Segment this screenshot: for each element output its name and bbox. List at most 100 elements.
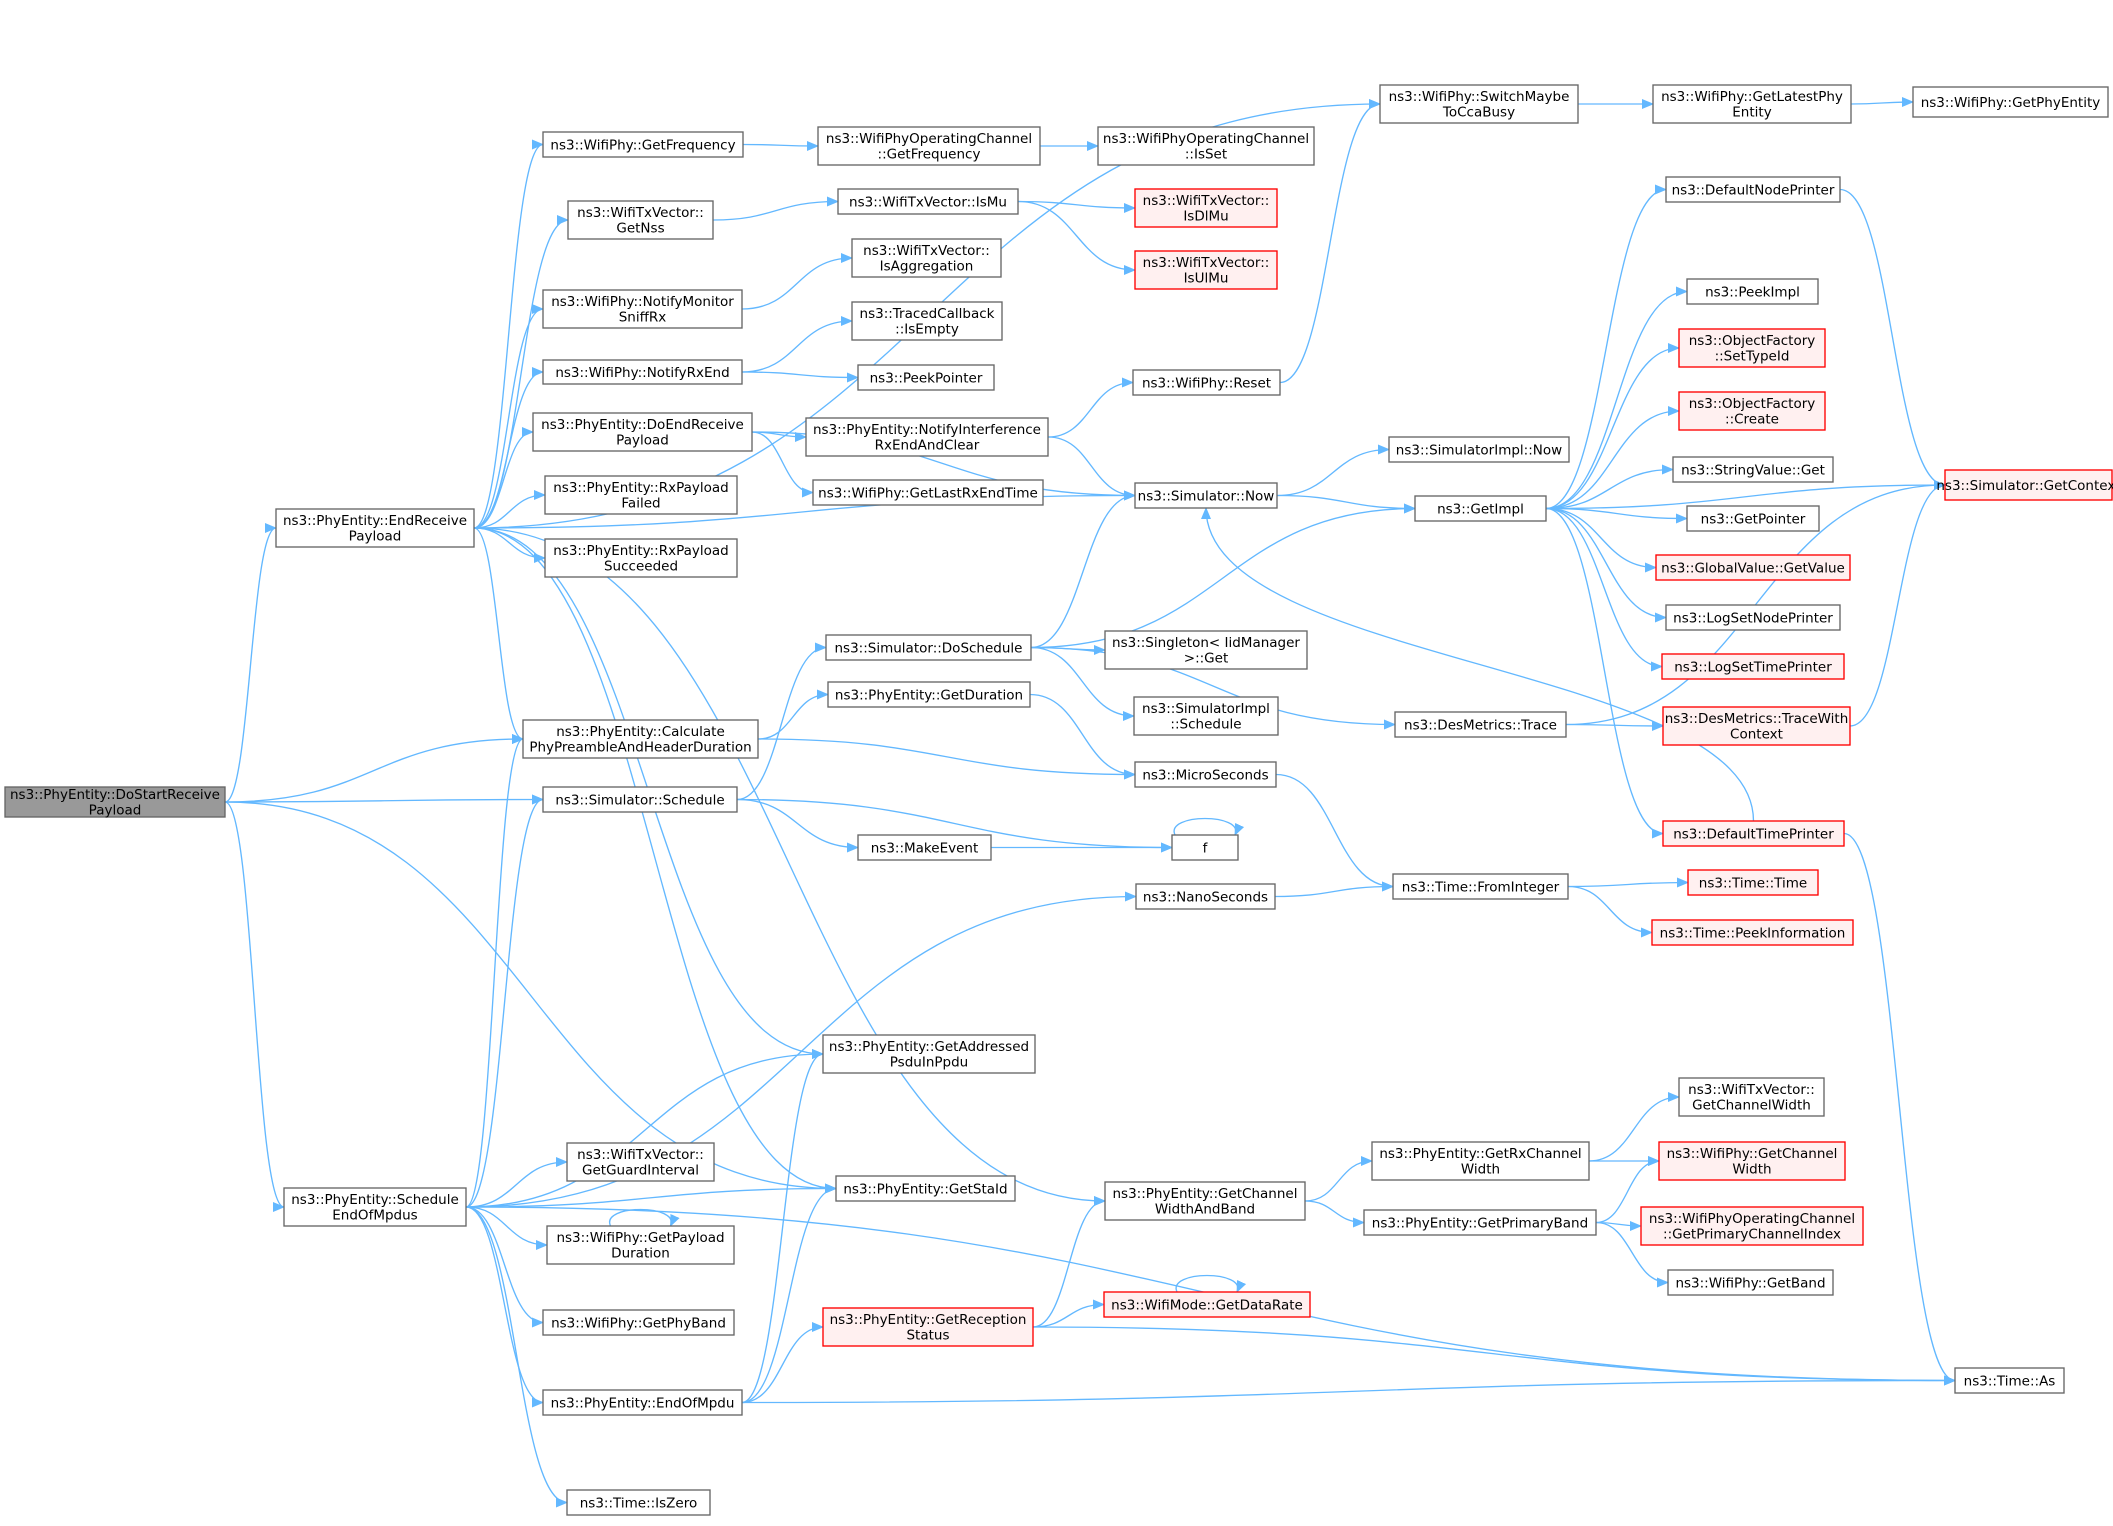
edge-arrow xyxy=(1032,1196,1106,1328)
node-peekPointer[interactable]: ns3::PeekPointer xyxy=(857,364,995,391)
node-desTrace[interactable]: ns3::DesMetrics::Trace xyxy=(1394,711,1567,738)
node-simGetContext[interactable]: ns3::Simulator::GetContext xyxy=(1936,469,2113,501)
node-label: PhyPreambleAndHeaderDuration xyxy=(529,740,751,756)
node-isAggregation[interactable]: ns3::WifiTxVector::IsAggregation xyxy=(851,238,1002,278)
node-defNodePrinter[interactable]: ns3::DefaultNodePrinter xyxy=(1665,176,1841,203)
node-logSetNode[interactable]: ns3::LogSetNodePrinter xyxy=(1665,604,1841,631)
node-getDataRate[interactable]: ns3::WifiMode::GetDataRate xyxy=(1103,1291,1311,1318)
node-label: ns3::PhyEntity::GetStaId xyxy=(843,1181,1007,1197)
node-notifyInterf[interactable]: ns3::PhyEntity::NotifyInterferenceRxEndA… xyxy=(805,417,1049,457)
node-getGuardInterval[interactable]: ns3::WifiTxVector::GetGuardInterval xyxy=(566,1142,715,1182)
node-getPointer[interactable]: ns3::GetPointer xyxy=(1686,505,1820,532)
node-box xyxy=(1392,873,1569,900)
node-label: ::Create xyxy=(1725,412,1779,428)
node-getPhyEntity[interactable]: ns3::WifiPhy::GetPhyEntity xyxy=(1912,86,2109,118)
node-timeTime[interactable]: ns3::Time::Time xyxy=(1687,869,1819,896)
node-box xyxy=(822,1307,1034,1347)
node-peekInfo[interactable]: ns3::Time::PeekInformation xyxy=(1651,919,1854,946)
edge-arrow xyxy=(1545,343,1680,510)
edge-endReceive-to-doEndReceive xyxy=(473,427,534,529)
node-wifiPhyReset[interactable]: ns3::WifiPhy::Reset xyxy=(1132,369,1281,396)
node-getFrequency[interactable]: ns3::WifiPhy::GetFrequency xyxy=(542,131,744,158)
node-label: ns3::WifiPhy::GetLastRxEndTime xyxy=(818,485,1038,501)
node-box xyxy=(542,1389,743,1416)
node-simImplNow[interactable]: ns3::SimulatorImpl::Now xyxy=(1388,436,1570,463)
node-box xyxy=(542,131,744,158)
node-box xyxy=(1665,604,1841,631)
node-endOfMpdu[interactable]: ns3::PhyEntity::EndOfMpdu xyxy=(542,1389,743,1416)
edge-simNow-to-getImpl xyxy=(1276,494,1416,514)
edge-arrow xyxy=(465,1206,568,1508)
node-isUlMu[interactable]: ns3::WifiTxVector::IsUlMu xyxy=(1134,250,1278,290)
node-singletonGet[interactable]: ns3::Singleton< IidManager >::Get xyxy=(1104,630,1308,670)
node-notifyRxEnd[interactable]: ns3::WifiPhy::NotifyRxEnd xyxy=(542,359,743,385)
node-label: SniffRx xyxy=(619,310,667,326)
node-isDlMu[interactable]: ns3::WifiTxVector::IsDlMu xyxy=(1134,188,1278,228)
node-doSchedule[interactable]: ns3::Simulator::DoSchedule xyxy=(825,634,1032,661)
node-fromInteger[interactable]: ns3::Time::FromInteger xyxy=(1392,873,1569,900)
node-globalGetValue[interactable]: ns3::GlobalValue::GetValue xyxy=(1655,554,1851,581)
edge-arrow xyxy=(1274,881,1394,898)
edge-arrow xyxy=(1030,646,1135,721)
edge-scheduleEnd-to-simSchedule xyxy=(465,794,544,1208)
node-simSchedule[interactable]: ns3::Simulator::Schedule xyxy=(542,786,738,813)
node-box xyxy=(1658,1141,1846,1181)
node-defTimePrinter[interactable]: ns3::DefaultTimePrinter xyxy=(1662,820,1845,847)
node-setTypeId[interactable]: ns3::ObjectFactory::SetTypeId xyxy=(1678,328,1826,368)
node-ofCreate[interactable]: ns3::ObjectFactory::Create xyxy=(1678,391,1826,431)
node-label: GetNss xyxy=(616,221,664,237)
node-tracedIsEmpty[interactable]: ns3::TracedCallback::IsEmpty xyxy=(851,301,1003,341)
node-fNode[interactable]: f xyxy=(1171,834,1239,861)
node-getNss[interactable]: ns3::WifiTxVector::GetNss xyxy=(567,200,714,240)
node-isZero[interactable]: ns3::Time::IsZero xyxy=(566,1489,711,1516)
node-calcPreamble[interactable]: ns3::PhyEntity::CalculatePhyPreambleAndH… xyxy=(522,719,759,759)
node-makeEvent[interactable]: ns3::MakeEvent xyxy=(857,834,992,861)
node-microSeconds[interactable]: ns3::MicroSeconds xyxy=(1134,761,1277,788)
node-getPhyBand[interactable]: ns3::WifiPhy::GetPhyBand xyxy=(542,1309,735,1336)
node-peekImpl[interactable]: ns3::PeekImpl xyxy=(1686,278,1819,305)
node-opChanIsSet[interactable]: ns3::WifiPhyOperatingChannel::IsSet xyxy=(1097,126,1315,166)
node-label: ns3::Singleton< IidManager xyxy=(1112,635,1300,651)
node-timeAs[interactable]: ns3::Time::As xyxy=(1954,1367,2065,1394)
node-phyGetChanWidth[interactable]: ns3::WifiPhy::GetChannelWidth xyxy=(1658,1141,1846,1181)
node-label: ns3::PhyEntity::NotifyInterference xyxy=(813,422,1041,438)
node-stringGet[interactable]: ns3::StringValue::Get xyxy=(1672,456,1834,483)
node-getDuration[interactable]: ns3::PhyEntity::GetDuration xyxy=(827,681,1031,708)
node-txIsMu[interactable]: ns3::WifiTxVector::IsMu xyxy=(837,188,1019,215)
node-getLastRxEnd[interactable]: ns3::WifiPhy::GetLastRxEndTime xyxy=(812,479,1044,506)
node-simNow[interactable]: ns3::Simulator::Now xyxy=(1134,482,1278,509)
node-opChanGetFreq[interactable]: ns3::WifiPhyOperatingChannel::GetFrequen… xyxy=(817,126,1041,166)
node-simImplSchedule[interactable]: ns3::SimulatorImpl::Schedule xyxy=(1133,696,1279,736)
edge-fNode-to-fNode xyxy=(1173,817,1245,836)
node-nanoSeconds[interactable]: ns3::NanoSeconds xyxy=(1135,883,1276,910)
edge-notifyMonitor-to-isAggregation xyxy=(741,253,853,310)
edge-arrow xyxy=(736,798,859,853)
node-getBand[interactable]: ns3::WifiPhy::GetBand xyxy=(1667,1269,1834,1296)
edge-arrow xyxy=(1032,1326,1956,1386)
node-primaryChanIdx[interactable]: ns3::WifiPhyOperatingChannel::GetPrimary… xyxy=(1640,1206,1864,1246)
node-box xyxy=(851,301,1003,341)
node-getPrimaryBand[interactable]: ns3::PhyEntity::GetPrimaryBand xyxy=(1363,1209,1597,1236)
node-logSetTime[interactable]: ns3::LogSetTimePrinter xyxy=(1661,653,1845,680)
node-getImpl[interactable]: ns3::GetImpl xyxy=(1414,495,1547,522)
node-txGetChanWidth[interactable]: ns3::WifiTxVector::GetChannelWidth xyxy=(1678,1077,1825,1117)
node-getStaId[interactable]: ns3::PhyEntity::GetStaId xyxy=(835,1175,1016,1202)
node-box xyxy=(1944,469,2113,501)
node-label: Failed xyxy=(621,496,660,512)
node-box xyxy=(542,786,738,813)
